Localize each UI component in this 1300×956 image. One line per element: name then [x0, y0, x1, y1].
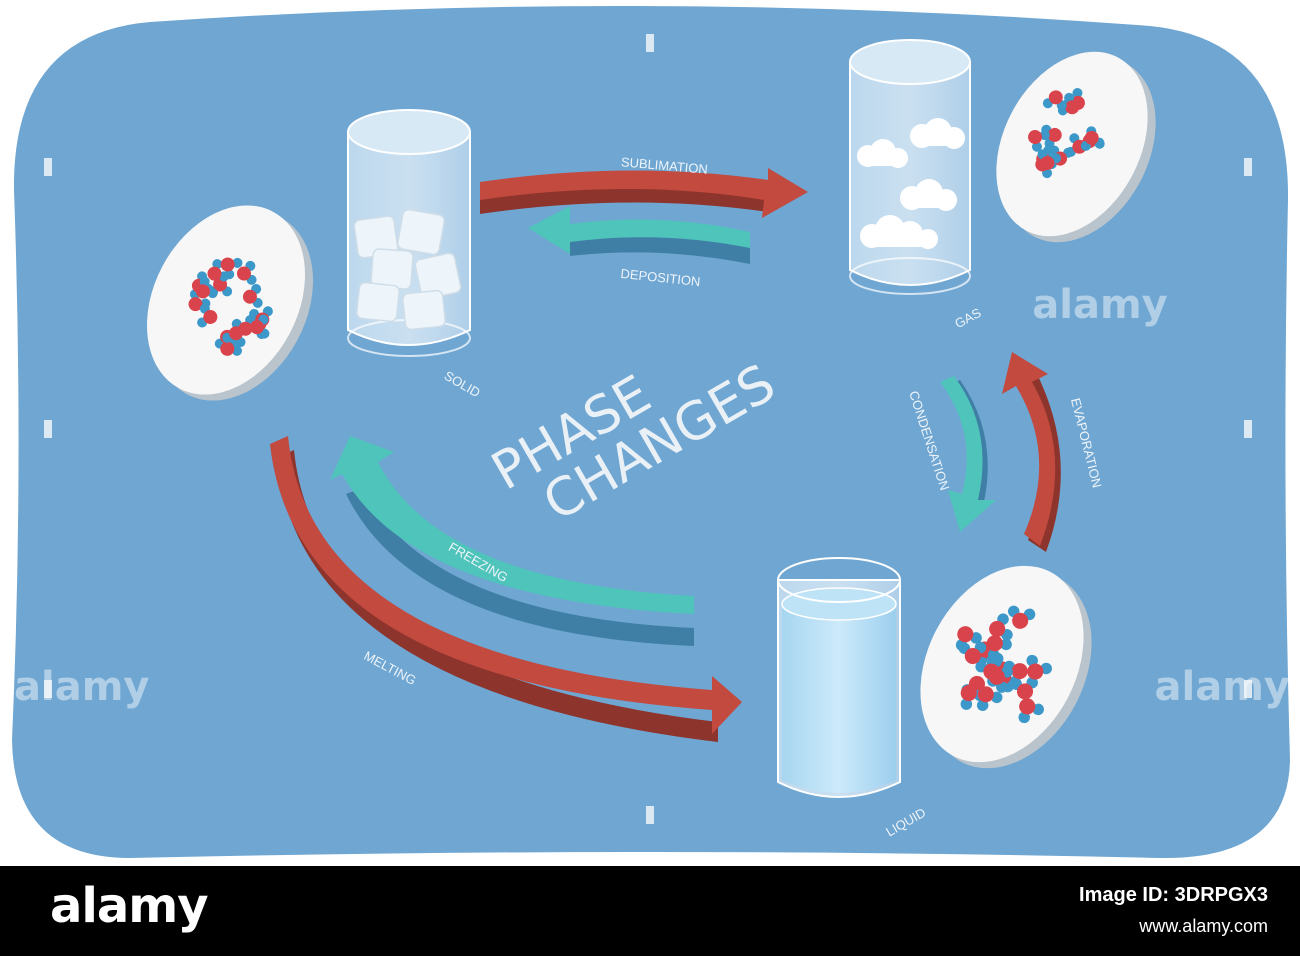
- water-molecule-icon: [976, 686, 1003, 712]
- image-id: Image ID: 3DRPGX3: [1079, 884, 1268, 906]
- gas-glass: [849, 39, 971, 295]
- footer-bar: [0, 866, 1300, 956]
- liquid-molecule-disc: [920, 565, 1092, 769]
- water-molecule-icon: [195, 276, 218, 299]
- watermark-3: alamy: [1155, 664, 1290, 710]
- water-molecule-icon: [222, 326, 246, 348]
- cloud-icons: [857, 118, 965, 249]
- ice-cubes: [353, 208, 462, 331]
- water-molecule-icon: [1007, 605, 1036, 629]
- water-molecule-icon: [249, 314, 270, 339]
- watermark-1: alamy: [1032, 282, 1167, 328]
- water-molecule-icon: [1026, 654, 1052, 680]
- condensation-arrow: [940, 376, 996, 532]
- water-molecule-icon: [1010, 676, 1038, 700]
- water-molecule-icon: [986, 635, 1012, 661]
- gas-molecule-disc: [996, 51, 1156, 243]
- site-url: www.alamy.com: [1139, 916, 1268, 936]
- water-molecule-icon: [1042, 90, 1067, 111]
- water-molecule-icon: [989, 613, 1013, 641]
- solid-glass: [347, 109, 471, 357]
- freezing-arrow: [330, 436, 694, 646]
- water-molecule-icon: [236, 260, 257, 285]
- water-molecule-icon: [197, 303, 218, 328]
- edge-ticks: [44, 34, 1252, 824]
- solid-molecule-disc: [146, 205, 314, 401]
- deposition-arrow: [528, 206, 750, 264]
- sublimation-arrow: [480, 168, 808, 218]
- water-molecule-icon: [220, 257, 243, 280]
- water-molecule-icon: [242, 283, 263, 308]
- watermark-2: alamy: [14, 664, 149, 710]
- water-molecule-icon: [1080, 130, 1105, 151]
- liquid-glass: [777, 557, 901, 798]
- water-molecule-icon: [1018, 698, 1044, 724]
- melting-arrow: [270, 436, 742, 742]
- water-molecule-icon: [988, 666, 1013, 693]
- water-molecule-icon: [1028, 130, 1050, 152]
- water-molecule-icon: [1037, 149, 1062, 171]
- evaporation-arrow: [1002, 352, 1061, 552]
- alamy-logo: alamy: [50, 878, 209, 934]
- water-molecule-icon: [955, 626, 982, 651]
